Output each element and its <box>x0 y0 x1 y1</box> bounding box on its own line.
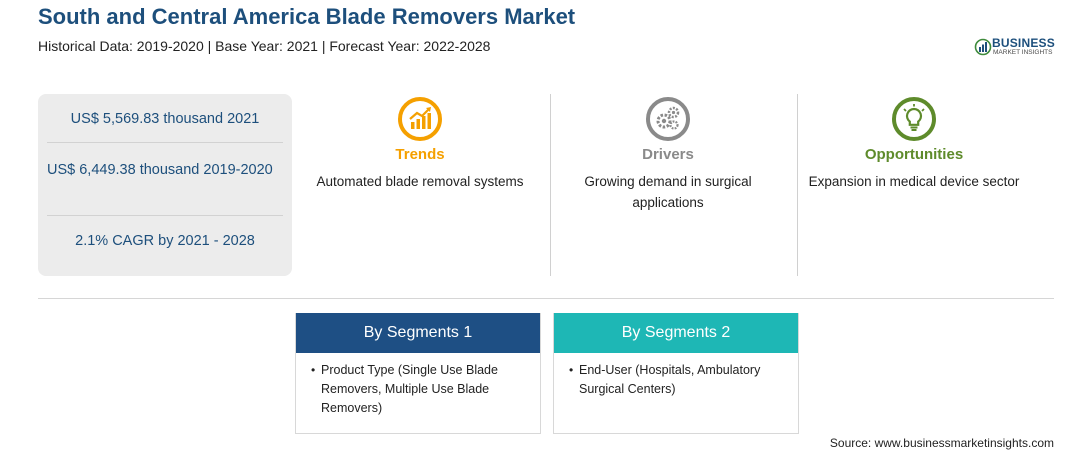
stat-market-size-historical: US$ 6,449.38 thousand 2019-2020 <box>47 162 273 178</box>
segment-1-header: By Segments 1 <box>296 313 540 353</box>
drivers-card: Drivers Growing demand in surgical appli… <box>551 96 785 213</box>
stat-divider <box>47 215 283 216</box>
segment-2-box: By Segments 2 End-User (Hospitals, Ambul… <box>553 313 799 434</box>
lightbulb-icon <box>892 97 936 141</box>
column-divider <box>550 94 551 276</box>
segment-2-header: By Segments 2 <box>554 313 798 353</box>
source-citation: Source: www.businessmarketinsights.com <box>829 436 1054 450</box>
section-divider <box>38 298 1054 299</box>
trend-chart-icon <box>398 97 442 141</box>
stat-cagr: 2.1% CAGR by 2021 - 2028 <box>75 233 255 249</box>
segment-1-item: Product Type (Single Use Blade Removers,… <box>296 353 540 418</box>
segment-2-item: End-User (Hospitals, Ambulatory Surgical… <box>554 353 798 399</box>
company-logo: BUSINESS MARKET INSIGHTS <box>974 36 1064 60</box>
logo-globe-icon <box>974 38 992 56</box>
page-subtitle: Historical Data: 2019-2020 | Base Year: … <box>38 38 491 54</box>
trends-text: Automated blade removal systems <box>316 174 524 189</box>
page-title: South and Central America Blade Removers… <box>38 4 576 29</box>
trends-card: Trends Automated blade removal systems <box>303 96 537 192</box>
segment-1-box: By Segments 1 Product Type (Single Use B… <box>295 313 541 434</box>
drivers-title: Drivers <box>642 146 694 163</box>
stat-divider <box>47 142 283 143</box>
market-stats-panel: US$ 5,569.83 thousand 2021 US$ 6,449.38 … <box>38 94 292 276</box>
opportunities-text: Expansion in medical device sector <box>808 174 1020 189</box>
logo-word: BUSINESS <box>992 36 1055 50</box>
stat-market-size-2021: US$ 5,569.83 thousand 2021 <box>70 111 260 127</box>
trends-title: Trends <box>395 146 445 163</box>
logo-tagline: MARKET INSIGHTS <box>993 49 1053 56</box>
gears-icon <box>646 97 690 141</box>
opportunities-card: Opportunities Expansion in medical devic… <box>797 96 1031 192</box>
opportunities-title: Opportunities <box>864 146 964 163</box>
drivers-text: Growing demand in surgical applications <box>584 174 752 210</box>
column-divider <box>797 94 798 276</box>
